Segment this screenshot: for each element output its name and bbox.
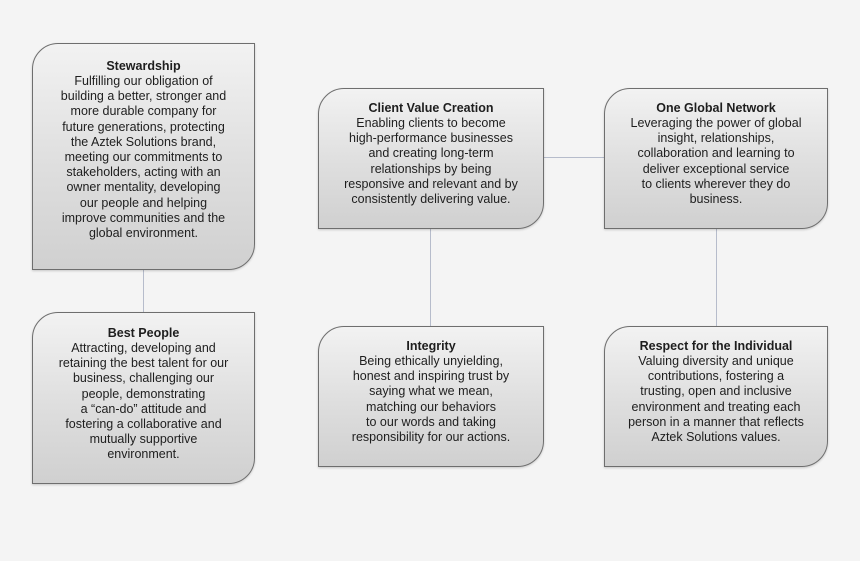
respect-for-the-individual-text: Valuing diversity and unique contributio… bbox=[628, 354, 804, 445]
client-value-creation-title: Client Value Creation bbox=[368, 101, 494, 115]
best-people-box: Best People Attracting, developing and r… bbox=[32, 312, 255, 484]
client-value-creation-box: Client Value Creation Enabling clients t… bbox=[318, 88, 544, 229]
integrity-box: Integrity Being ethically unyielding, ho… bbox=[318, 326, 544, 467]
best-people-text: Attracting, developing and retaining the… bbox=[58, 341, 229, 462]
client-value-creation-text: Enabling clients to become high-performa… bbox=[344, 116, 518, 207]
integrity-text: Being ethically unyielding, honest and i… bbox=[351, 354, 511, 445]
one-global-network-box: One Global Network Leveraging the power … bbox=[604, 88, 828, 229]
connector-global-network-respect bbox=[716, 229, 717, 326]
one-global-network-text: Leveraging the power of global insight, … bbox=[630, 116, 802, 207]
best-people-title: Best People bbox=[107, 326, 180, 340]
stewardship-box: Stewardship Fulfilling our obligation of… bbox=[32, 43, 255, 270]
one-global-network-title: One Global Network bbox=[656, 101, 776, 115]
connector-client-value-global-network bbox=[544, 157, 604, 158]
connector-client-value-integrity bbox=[430, 229, 431, 326]
connector-stewardship-best-people bbox=[143, 270, 144, 312]
stewardship-title: Stewardship bbox=[106, 59, 181, 73]
respect-for-the-individual-box: Respect for the Individual Valuing diver… bbox=[604, 326, 828, 467]
respect-for-the-individual-title: Respect for the Individual bbox=[639, 339, 793, 353]
stewardship-text: Fulfilling our obligation of building a … bbox=[60, 74, 227, 241]
integrity-title: Integrity bbox=[406, 339, 456, 353]
